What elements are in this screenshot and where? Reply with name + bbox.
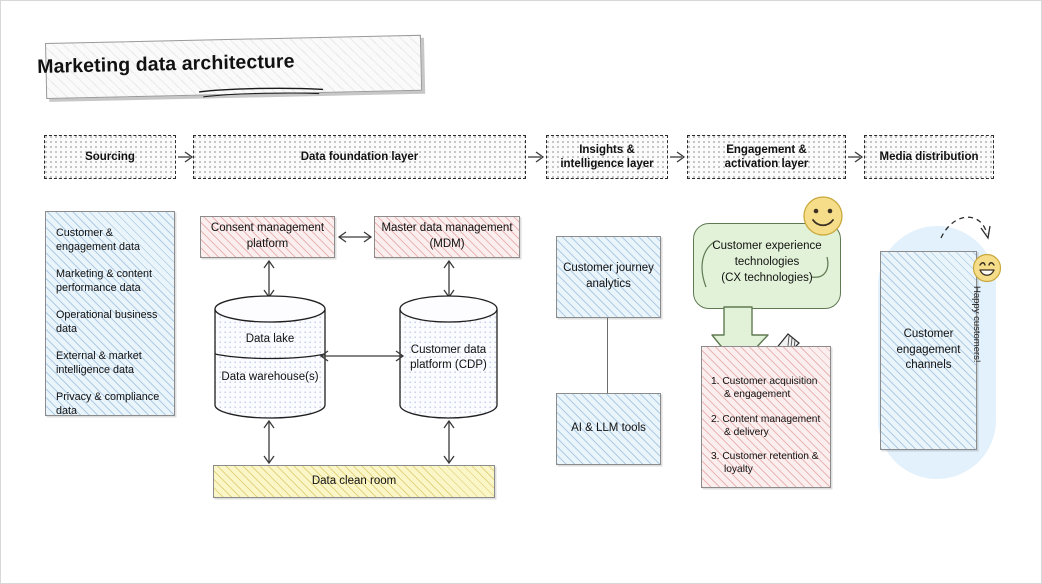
arrow-foundation-to-insights [528, 151, 545, 163]
title-underline-scribble [198, 87, 324, 98]
data-lake-label: Data lake [245, 333, 295, 345]
data-warehouse-label: Data warehouse(s) [221, 371, 319, 383]
arrow-warehouse-to-cleanroom [263, 419, 275, 465]
layer-sourcing[interactable]: Sourcing [44, 135, 176, 179]
box-label: Master data management (MDM) [381, 222, 513, 250]
customer-engagement-channels-box[interactable]: Customer engagement channels [880, 251, 977, 450]
customer-data-platform-cylinder[interactable]: Customer data platform (CDP) [399, 295, 498, 419]
grinning-face-icon [972, 253, 1002, 283]
arrow-mdm-to-cdp [443, 259, 455, 299]
list-item: Operational business data [56, 309, 158, 336]
master-data-management-box[interactable]: Master data management (MDM) [374, 216, 520, 258]
layer-label: Insights & intelligence layer [560, 143, 654, 170]
bubble-sketch-strokes [701, 241, 829, 288]
layer-label: Engagement & activation layer [724, 143, 809, 170]
layer-data-foundation[interactable]: Data foundation layer [193, 135, 526, 179]
arrow-consent-mdm [337, 231, 373, 243]
customer-journey-analytics-box[interactable]: Customer journey analytics [556, 236, 661, 318]
arrow-insights-to-engagement [670, 151, 686, 163]
data-clean-room-box[interactable]: Data clean room [213, 465, 495, 498]
arrow-engagement-to-media [848, 151, 864, 163]
consent-management-platform-box[interactable]: Consent management platform [200, 216, 335, 258]
arrow-consent-to-datalake [263, 259, 275, 299]
sourcing-data-panel: Customer & engagement data Marketing & c… [45, 211, 175, 418]
layer-insights[interactable]: Insights & intelligence layer [546, 135, 668, 179]
layer-engagement[interactable]: Engagement & activation layer [687, 135, 846, 179]
data-lake-warehouse-cylinder[interactable]: Data lake Data warehouse(s) [214, 295, 326, 419]
dashed-curved-arrow [940, 216, 991, 240]
cx-technologies-label: Customer experience technologies (CX tec… [693, 239, 841, 287]
smiley-face-icon [803, 196, 843, 236]
cylinder-shape [214, 295, 326, 419]
list-item: Customer & engagement data [56, 227, 141, 254]
cx-line-2: technologies [734, 255, 800, 268]
layer-label: Data foundation layer [300, 150, 419, 163]
list-item: 1. Customer acquisition & engagement [711, 376, 818, 401]
list-item: Marketing & content performance data [56, 268, 153, 295]
cylinder-shape [399, 295, 498, 419]
box-label: Data clean room [311, 474, 397, 487]
engagement-use-cases-box[interactable]: 1. Customer acquisition & engagement 2. … [701, 346, 831, 488]
ai-llm-tools-box[interactable]: AI & LLM tools [556, 393, 661, 465]
arrow-lake-to-cdp [319, 350, 405, 362]
cx-line-3: (CX technologies) [721, 271, 813, 284]
layer-label: Media distribution [879, 150, 979, 163]
cdp-label: Customer data platform (CDP) [410, 344, 487, 371]
layer-label: Sourcing [85, 150, 135, 163]
arrow-sourcing-to-foundation [178, 151, 194, 163]
layer-media-distribution[interactable]: Media distribution [864, 135, 994, 179]
box-label: Customer engagement channels [896, 328, 961, 372]
list-item: 2. Content management & delivery [711, 413, 821, 438]
list-item: Privacy & compliance data [56, 391, 160, 418]
cx-technologies-bubble[interactable] [693, 223, 841, 309]
cx-line-1: Customer experience [712, 240, 822, 252]
happy-customers-note: Happy customers! [971, 286, 982, 363]
box-label: Customer journey analytics [563, 262, 654, 290]
list-item: 3. Customer retention & loyalty [711, 451, 819, 476]
box-label: AI & LLM tools [571, 422, 646, 435]
connector-cja-to-ai [607, 318, 609, 393]
box-label: Consent management platform [210, 222, 325, 250]
arrow-cdp-to-cleanroom [443, 419, 455, 465]
list-item: External & market intelligence data [56, 350, 142, 377]
